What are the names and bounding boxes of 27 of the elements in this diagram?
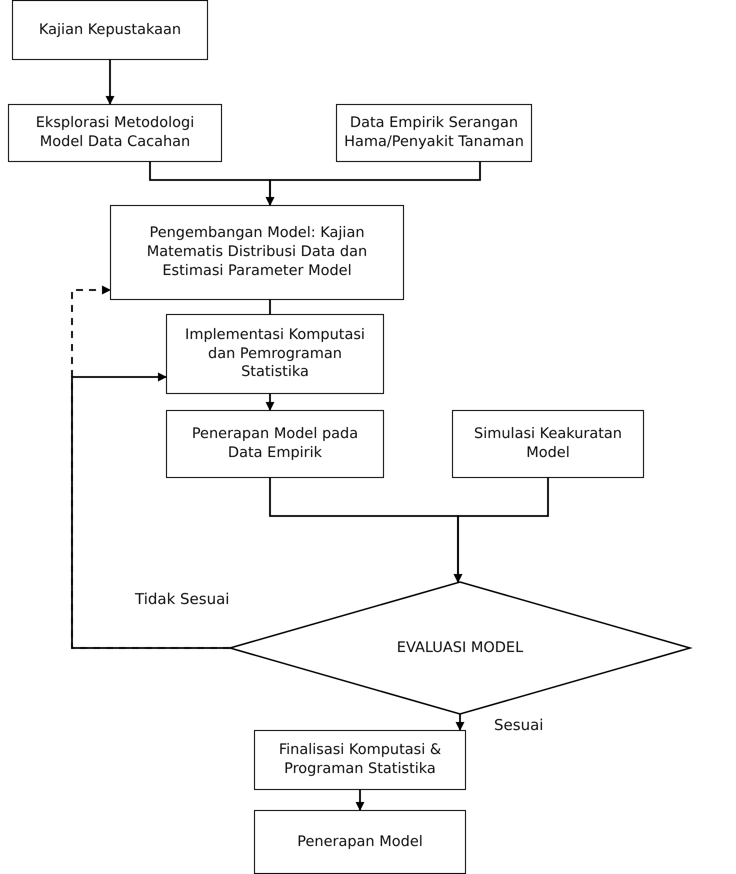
decision-diamond <box>230 582 690 714</box>
arrow <box>456 714 464 731</box>
process-box <box>8 104 222 162</box>
process-box <box>12 0 208 60</box>
arrow <box>266 162 481 206</box>
node-label: Implementasi Komputasi dan Pemrograman Statistika <box>184 326 366 382</box>
node-label: EVALUASI MODEL <box>396 638 524 658</box>
process-box <box>254 730 466 790</box>
node-label: Simulasi Keakuratan Model <box>473 425 623 463</box>
arrow <box>71 372 230 649</box>
arrow <box>356 790 364 811</box>
process-box <box>110 205 404 300</box>
process-box <box>452 410 644 478</box>
process-box <box>254 810 466 874</box>
arrow <box>106 60 114 105</box>
node-label: Penerapan Model <box>297 832 423 852</box>
node-label: Penerapan Model pada Data Empirik <box>190 425 360 463</box>
process-box <box>166 314 384 394</box>
node-label: Data Empirik Serangan Hama/Penyakit Tanaman <box>343 114 525 152</box>
arrow <box>266 394 274 411</box>
process-box <box>336 104 532 162</box>
node-label: Eksplorasi Metodologi Model Data Cacahan <box>34 114 196 152</box>
arrow <box>454 478 549 583</box>
process-box <box>166 410 384 478</box>
node-label: Pengembangan Model: Kajian Matematis Distribusi Data dan Estimasi Parameter Model <box>146 224 368 281</box>
node-label: Kajian Kepustakaan <box>38 20 182 40</box>
node-label: Finalisasi Komputasi & Programan Statistika <box>278 741 442 779</box>
